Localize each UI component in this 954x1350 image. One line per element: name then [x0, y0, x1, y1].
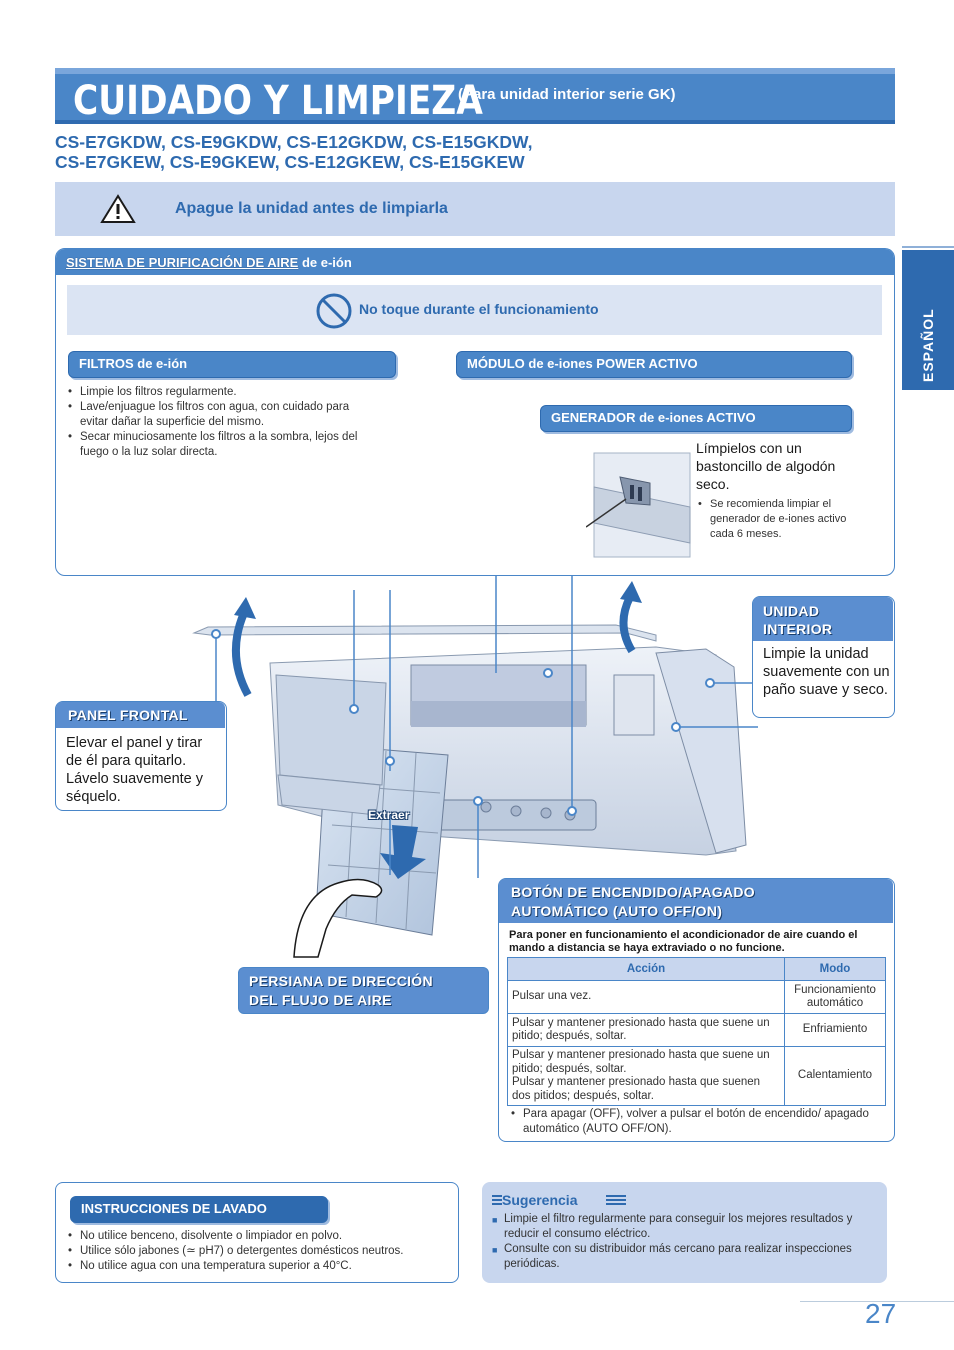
front-panel-heading: PANEL FRONTAL	[68, 707, 188, 723]
title-banner: CUIDADO Y LIMPIEZA (Para unidad interior…	[55, 68, 895, 124]
no-touch-text: No toque durante el funcionamiento	[359, 301, 599, 317]
indoor-unit-text: Limpie la unidad suavemente con un paño …	[763, 646, 890, 698]
list-item: Se recomienda limpiar el generador de e-…	[696, 497, 856, 542]
page-subtitle: (Para unidad interior serie GK)	[458, 86, 676, 103]
page-number: 27	[865, 1298, 897, 1329]
list-item: Utilice sólo jabones (≃ pH7) o detergent…	[66, 1244, 456, 1259]
language-tab-label: ESPAÑOL	[920, 308, 936, 382]
suggestion-box: Sugerencia Limpie el filtro regularmente…	[482, 1182, 887, 1283]
auto-button-note: Para apagar (OFF), volver a pulsar el bo…	[509, 1107, 894, 1137]
indoor-unit-illustration	[192, 575, 758, 958]
suggestion-heading: Sugerencia	[502, 1192, 578, 1208]
model-list: CS-E7GKDW, CS-E9GKDW, CS-E12GKDW, CS-E15…	[55, 132, 532, 172]
column-header-mode: Modo	[784, 957, 886, 981]
extract-label: Extraer	[368, 808, 410, 822]
generator-illustration	[586, 452, 691, 558]
indoor-unit-heading: UNIDAD INTERIOR	[763, 603, 833, 637]
hatch-icon	[606, 1195, 626, 1205]
list-item: Secar minuciosamente los filtros a la so…	[66, 430, 366, 460]
warning-icon	[100, 194, 136, 223]
front-panel-header: PANEL FRONTAL	[56, 702, 225, 728]
action-cell: Pulsar y mantener presionado hasta que s…	[507, 1046, 785, 1106]
purification-heading: SISTEMA DE PURIFICACIÓN DE AIRE de e-ión	[66, 255, 352, 270]
table-header-row: Acción Modo	[507, 957, 886, 981]
model-line-1: CS-E7GKDW, CS-E9GKDW, CS-E12GKDW, CS-E15…	[55, 132, 533, 152]
column-header-action: Acción	[507, 957, 785, 981]
list-item: No utilice benceno, disolvente o limpiad…	[66, 1229, 456, 1244]
prohibited-icon	[316, 293, 352, 329]
list-item: No utilice agua con una temperatura supe…	[66, 1259, 456, 1274]
language-tab: ESPAÑOL	[902, 250, 954, 390]
action-cell: Pulsar una vez.	[507, 980, 785, 1014]
purification-header: SISTEMA DE PURIFICACIÓN DE AIRE de e-ión	[56, 249, 894, 275]
washing-instructions: INSTRUCCIONES DE LAVADO No utilice bence…	[55, 1182, 459, 1283]
mode-cell: Funcionamiento automático	[784, 980, 886, 1014]
indoor-unit-callout: UNIDAD INTERIOR Limpie la unidad suaveme…	[752, 596, 895, 718]
generator-text: Límpielos con un bastoncillo de algodón …	[696, 440, 836, 492]
model-line-2: CS-E7GKEW, CS-E9GKEW, CS-E12GKEW, CS-E15…	[55, 152, 525, 172]
module-label: MÓDULO de e-iones POWER ACTIVO	[456, 351, 852, 378]
table-row: Pulsar y mantener presionado hasta que s…	[507, 1046, 886, 1106]
louver-heading-1: PERSIANA DE DIRECCIÓN	[249, 973, 433, 989]
list-item: Para apagar (OFF), volver a pulsar el bo…	[509, 1107, 894, 1137]
generator-label: GENERADOR de e-iones ACTIVO	[540, 405, 852, 432]
no-touch-bar: No toque durante el funcionamiento	[67, 285, 882, 335]
louver-heading-2: DEL FLUJO DE AIRE	[249, 992, 392, 1008]
louver-callout: PERSIANA DE DIRECCIÓN DEL FLUJO DE AIRE	[238, 967, 489, 1014]
front-panel-text: Elevar el panel y tirar de él para quita…	[66, 735, 204, 805]
front-panel-callout: PANEL FRONTAL Elevar el panel y tirar de…	[55, 701, 227, 811]
action-table: Acción Modo Pulsar una vez. Funcionamien…	[507, 957, 886, 1106]
table-row: Pulsar y mantener presionado hasta que s…	[507, 1013, 886, 1047]
action-cell: Pulsar y mantener presionado hasta que s…	[507, 1013, 785, 1047]
table-row: Pulsar una vez. Funcionamiento automátic…	[507, 980, 886, 1014]
indoor-unit-header: UNIDAD INTERIOR	[753, 597, 893, 641]
suggestion-bullets: Limpie el filtro regularmente para conse…	[490, 1212, 880, 1272]
washing-heading: INSTRUCCIONES DE LAVADO	[70, 1196, 328, 1223]
washing-bullets: No utilice benceno, disolvente o limpiad…	[66, 1229, 456, 1274]
warning-bar: Apague la unidad antes de limpiarla	[55, 182, 895, 236]
generator-bullets: Se recomienda limpiar el generador de e-…	[696, 497, 856, 542]
filters-bullets: Limpie los filtros regularmente. Lave/en…	[66, 385, 366, 460]
list-item: Limpie los filtros regularmente.	[66, 385, 366, 400]
auto-button-intro: Para poner en funcionamiento el acondici…	[509, 929, 858, 954]
page-number-rule	[800, 1301, 954, 1302]
purification-section: SISTEMA DE PURIFICACIÓN DE AIRE de e-ión…	[55, 248, 895, 576]
mode-cell: Calentamiento	[784, 1046, 886, 1106]
mode-cell: Enfriamiento	[784, 1013, 886, 1047]
sidetab-divider	[902, 246, 954, 248]
page-title: CUIDADO Y LIMPIEZA	[73, 78, 483, 124]
filters-label: FILTROS de e-ión	[68, 351, 396, 378]
list-item: Lave/enjuague los filtros con agua, con …	[66, 400, 366, 430]
list-item: Consulte con su distribuidor más cercano…	[490, 1242, 880, 1272]
hatch-icon	[492, 1195, 502, 1205]
list-item: Limpie el filtro regularmente para conse…	[490, 1212, 880, 1242]
warning-text: Apague la unidad antes de limpiarla	[175, 200, 448, 217]
